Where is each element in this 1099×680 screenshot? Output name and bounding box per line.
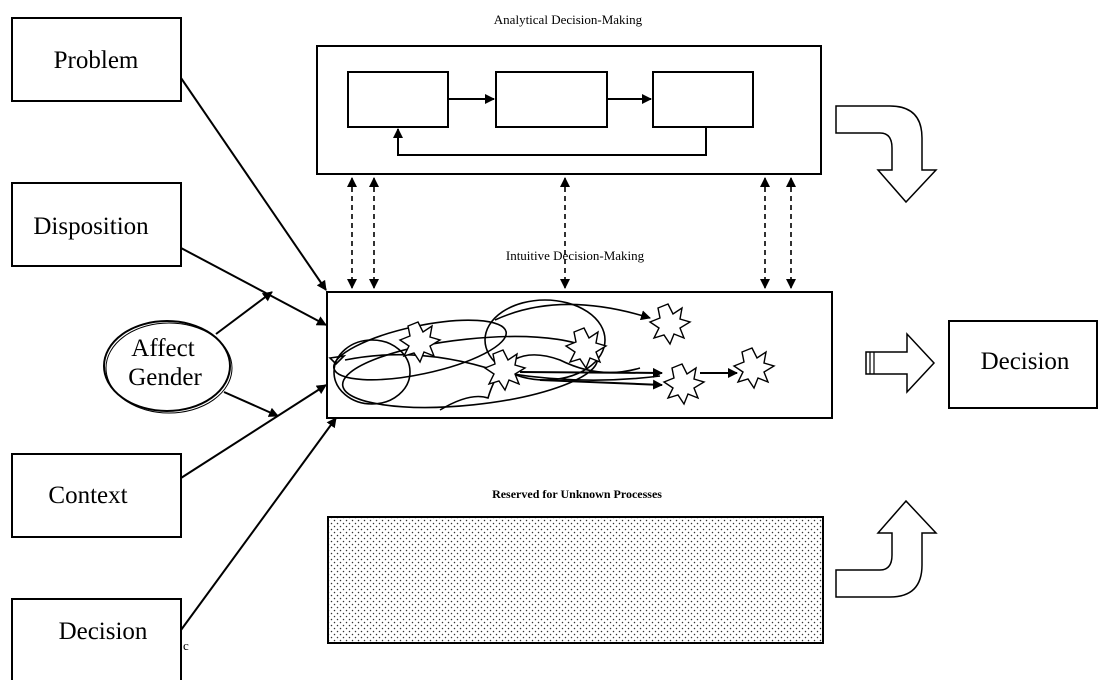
analytical-title: Analytical Decision-Making [494,12,643,27]
analytical-step-2 [495,71,608,128]
curved-arrow-down [835,105,938,204]
idea-burst-4 [648,303,692,346]
moderator-ellipse: Affect Gender [103,320,233,414]
reserved-box [327,516,824,644]
idea-burst-1 [398,321,442,364]
moderator-line-2: Gender [128,364,202,391]
idea-burst-6 [732,347,776,390]
moderator-line-1: Affect [131,335,194,362]
input-label-decision: Decision [59,618,148,645]
input-label-problem: Problem [54,47,139,74]
idea-burst-5 [662,363,706,406]
input-box-problem: Problem [11,17,182,102]
reserved-title: Reserved for Unknown Processes [492,487,662,501]
stray-glyph: c [183,638,189,653]
input-box-decision: Decision [11,598,182,680]
input-arrows [180,77,337,631]
output-arrow [865,332,936,394]
analytical-step-3 [652,71,754,128]
curved-arrow-up [835,499,938,598]
intuitive-box [326,291,833,419]
analytical-box [316,45,822,175]
intuitive-title: Intuitive Decision-Making [506,248,645,263]
output-decision-label: Decision [981,348,1070,375]
input-label-context: Context [48,482,127,509]
dashed-connectors [347,177,796,289]
output-decision-box: Decision [948,320,1098,409]
analytical-step-1 [347,71,449,128]
input-label-disposition: Disposition [33,213,149,240]
idea-burst-3 [564,327,608,370]
input-box-context: Context [11,453,182,538]
input-box-disposition: Disposition [11,182,182,267]
idea-burst-2 [483,349,527,392]
